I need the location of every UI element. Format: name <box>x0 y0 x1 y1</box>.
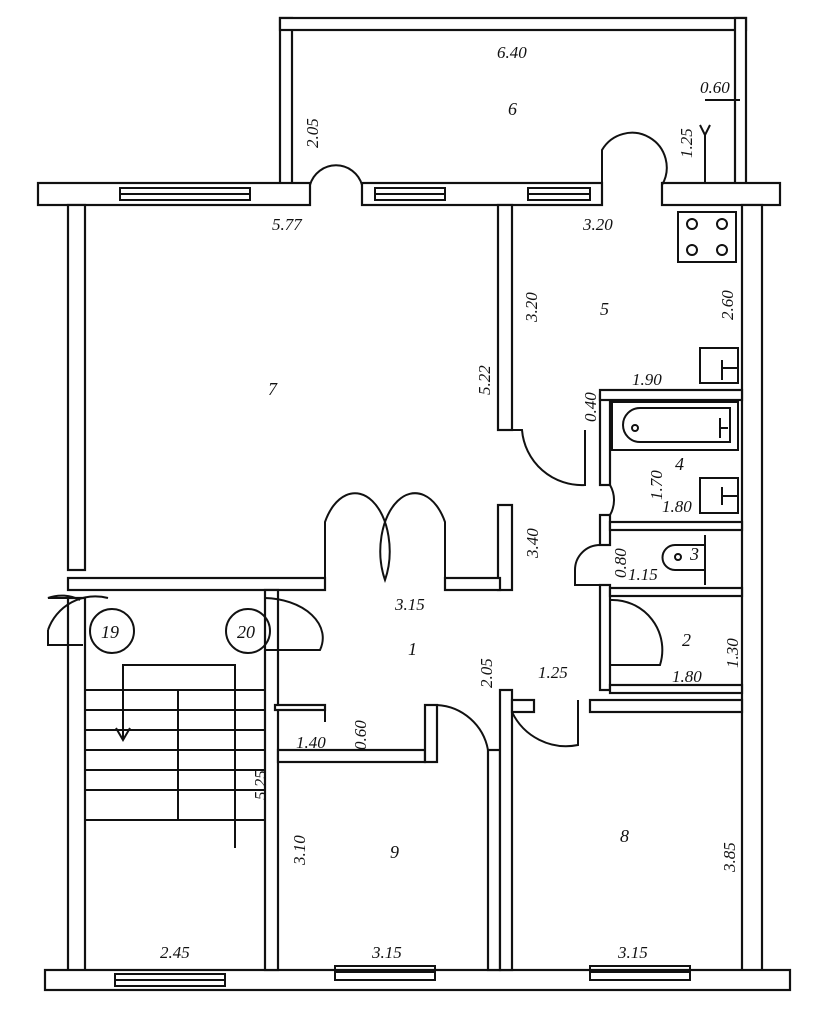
room-5-label: 5 <box>600 299 609 319</box>
dim: 6.40 <box>497 43 527 62</box>
dim: 1.25 <box>538 663 568 682</box>
bathtub-icon <box>611 401 739 451</box>
dim: 1.80 <box>662 497 692 516</box>
dim: 1.90 <box>632 370 662 389</box>
dim: 2.45 <box>160 943 190 962</box>
dim: 5.77 <box>272 215 303 234</box>
balcony-walls <box>278 16 748 187</box>
dim: 1.15 <box>628 565 658 584</box>
room-7-label: 7 <box>268 379 278 399</box>
dim: 1.80 <box>672 667 702 686</box>
dimensions: 6.40 2.05 0.60 1.25 5.77 5.22 3.20 3.20 … <box>160 43 742 962</box>
dim: 5.25 <box>251 770 270 800</box>
room-numbers: 1 2 3 4 5 6 7 8 9 19 20 <box>101 99 699 862</box>
dim: 0.60 <box>700 78 730 97</box>
marker-20: 20 <box>237 622 255 642</box>
dim: 2.05 <box>477 658 496 688</box>
room-3-label: 3 <box>689 544 699 564</box>
room-8-label: 8 <box>620 826 629 846</box>
dim: 3.40 <box>523 528 542 559</box>
dim: 3.20 <box>522 292 541 323</box>
dim: 3.15 <box>394 595 425 614</box>
dim: 0.60 <box>351 720 370 750</box>
dim: 1.70 <box>647 470 666 500</box>
sink-icon <box>699 347 739 514</box>
room-6-label: 6 <box>508 99 517 119</box>
stove-icon <box>677 211 737 263</box>
room-4-label: 4 <box>675 454 684 474</box>
dim: 3.85 <box>720 842 739 873</box>
dim: 1.30 <box>723 638 742 668</box>
room-9-label: 9 <box>390 842 399 862</box>
dim: 3.20 <box>582 215 613 234</box>
markers <box>89 608 271 654</box>
dim: 3.10 <box>290 835 309 866</box>
room-1-label: 1 <box>408 639 417 659</box>
dim: 0.40 <box>581 392 600 422</box>
interior-walls <box>66 203 744 972</box>
dim: 3.15 <box>617 943 648 962</box>
room-2-label: 2 <box>682 630 691 650</box>
dim: 1.40 <box>296 733 326 752</box>
doors <box>47 131 668 751</box>
dim: 0.80 <box>611 548 630 578</box>
dim: 5.22 <box>475 365 494 395</box>
dim: 2.05 <box>303 118 322 148</box>
dim: 3.15 <box>371 943 402 962</box>
marker-19: 19 <box>101 622 119 642</box>
dim: 2.60 <box>718 290 737 320</box>
windows <box>114 187 691 987</box>
dim: 1.25 <box>677 128 696 158</box>
staircase <box>85 664 265 848</box>
toilet-icon <box>661 535 706 585</box>
